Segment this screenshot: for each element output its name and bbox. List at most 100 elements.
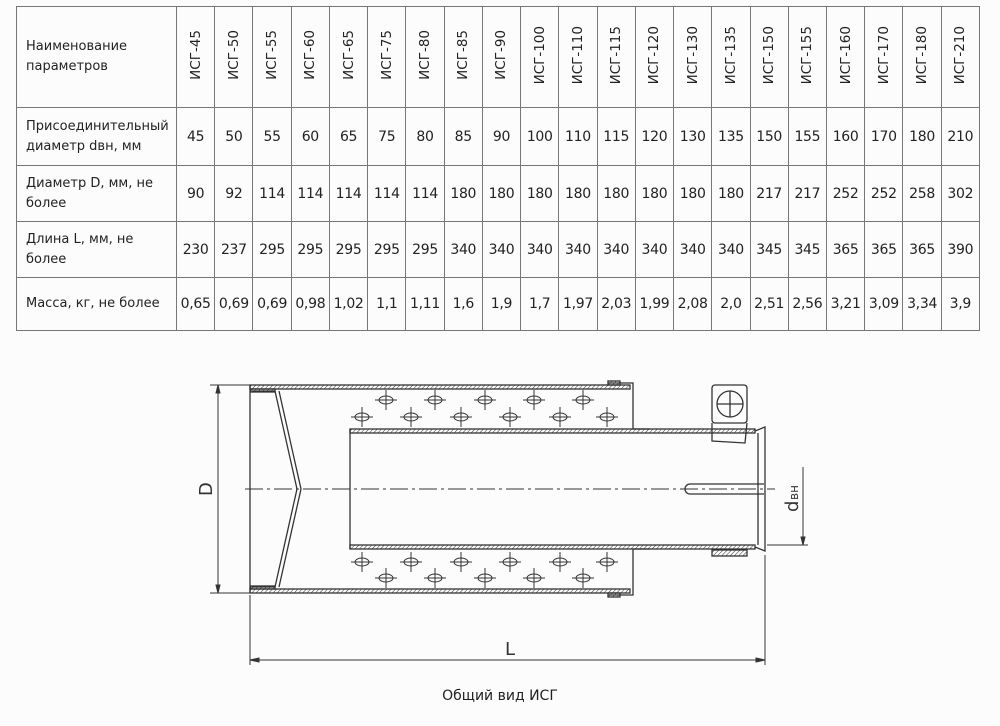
table-cell: 1,02 [328,277,369,331]
hole-icon [474,390,496,410]
table-cell: 160 [825,107,866,166]
table-cell: 365 [864,221,904,278]
clamp-bolt [711,384,748,557]
table-cell: 114 [290,165,330,222]
table-cell: 180 [596,165,636,222]
label-d-subscript: вн [787,485,801,500]
hole-icon [424,390,446,410]
header-param: Наименование параметров [16,6,177,108]
table-cell: 0,98 [290,277,330,331]
dimension-D [210,384,250,594]
header-model: ИСГ-45 [175,6,216,108]
outer-shell [249,380,650,598]
table-cell: 217 [787,165,827,222]
hole-icon [400,407,422,427]
table-cell: 80 [405,107,445,166]
table-cell: 180 [902,107,942,166]
hole-icon [523,568,545,588]
hole-icon [375,390,397,410]
table-cell: 365 [825,221,866,278]
table-cell: 75 [367,107,407,166]
drawing-caption: Общий вид ИСГ [442,688,558,704]
dimension-L [249,555,766,665]
table-cell: 155 [787,107,827,166]
table-cell: 340 [520,221,560,278]
header-model: ИСГ-110 [558,6,598,108]
table-cell: 295 [290,221,330,278]
table-cell: 237 [214,221,254,278]
table-cell: 295 [328,221,369,278]
table-cell: 340 [558,221,598,278]
table-cell: 114 [252,165,292,222]
table-cell: 3,09 [864,277,904,331]
table-cell: 114 [367,165,407,222]
hole-icon [424,568,446,588]
table-cell: 3,9 [940,277,981,331]
table-cell: 180 [711,165,751,222]
table-cell: 340 [711,221,751,278]
table-cell: 115 [596,107,636,166]
table-cell: 3,34 [902,277,942,331]
header-model: ИСГ-170 [864,6,904,108]
hole-icon [596,552,618,572]
row-label: Присоединительный диаметр dвн, мм [16,107,177,166]
table-cell: 114 [405,165,445,222]
table-cell: 252 [864,165,904,222]
table-cell: 345 [787,221,827,278]
hole-icon [450,552,472,572]
hole-icon [400,552,422,572]
table-cell: 2,0 [711,277,751,331]
hole-icon [474,568,496,588]
header-model: ИСГ-75 [367,6,407,108]
header-model: ИСГ-210 [940,6,981,108]
header-model: ИСГ-80 [405,6,445,108]
header-model: ИСГ-115 [596,6,636,108]
table-cell: 60 [290,107,330,166]
header-model: ИСГ-55 [252,6,292,108]
table-cell: 302 [940,165,981,222]
hole-icon [549,407,571,427]
table-cell: 295 [252,221,292,278]
table-cell: 390 [940,221,981,278]
table-cell: 2,56 [787,277,827,331]
row-label: Диаметр D, мм, не более [16,165,177,222]
table-cell: 110 [558,107,598,166]
header-model: ИСГ-65 [328,6,369,108]
table-cell: 230 [175,221,216,278]
table-cell: 340 [634,221,675,278]
hole-icon [499,552,521,572]
table-cell: 100 [520,107,560,166]
hole-icon [351,552,373,572]
dimension-d-inner [767,467,808,546]
table-cell: 85 [443,107,483,166]
table-cell: 90 [481,107,522,166]
label-d: d [782,501,803,512]
table-cell: 114 [328,165,369,222]
header-model: ИСГ-100 [520,6,560,108]
table-cell: 1,1 [367,277,407,331]
hole-icon [596,407,618,427]
hole-icon [549,552,571,572]
hole-icon [450,407,472,427]
table-cell: 65 [328,107,369,166]
label-D: D [196,482,217,496]
hole-icon [572,568,594,588]
table-cell: 120 [634,107,675,166]
inner-tube [349,426,766,552]
table-cell: 1,9 [481,277,522,331]
hole-icon [523,390,545,410]
hole-icon [375,568,397,588]
table-cell: 45 [175,107,216,166]
table-cell: 0,69 [252,277,292,331]
table-cell: 1,6 [443,277,483,331]
header-model: ИСГ-155 [787,6,827,108]
hole-icon [572,390,594,410]
perforation-holes [351,390,618,588]
table-cell: 340 [596,221,636,278]
